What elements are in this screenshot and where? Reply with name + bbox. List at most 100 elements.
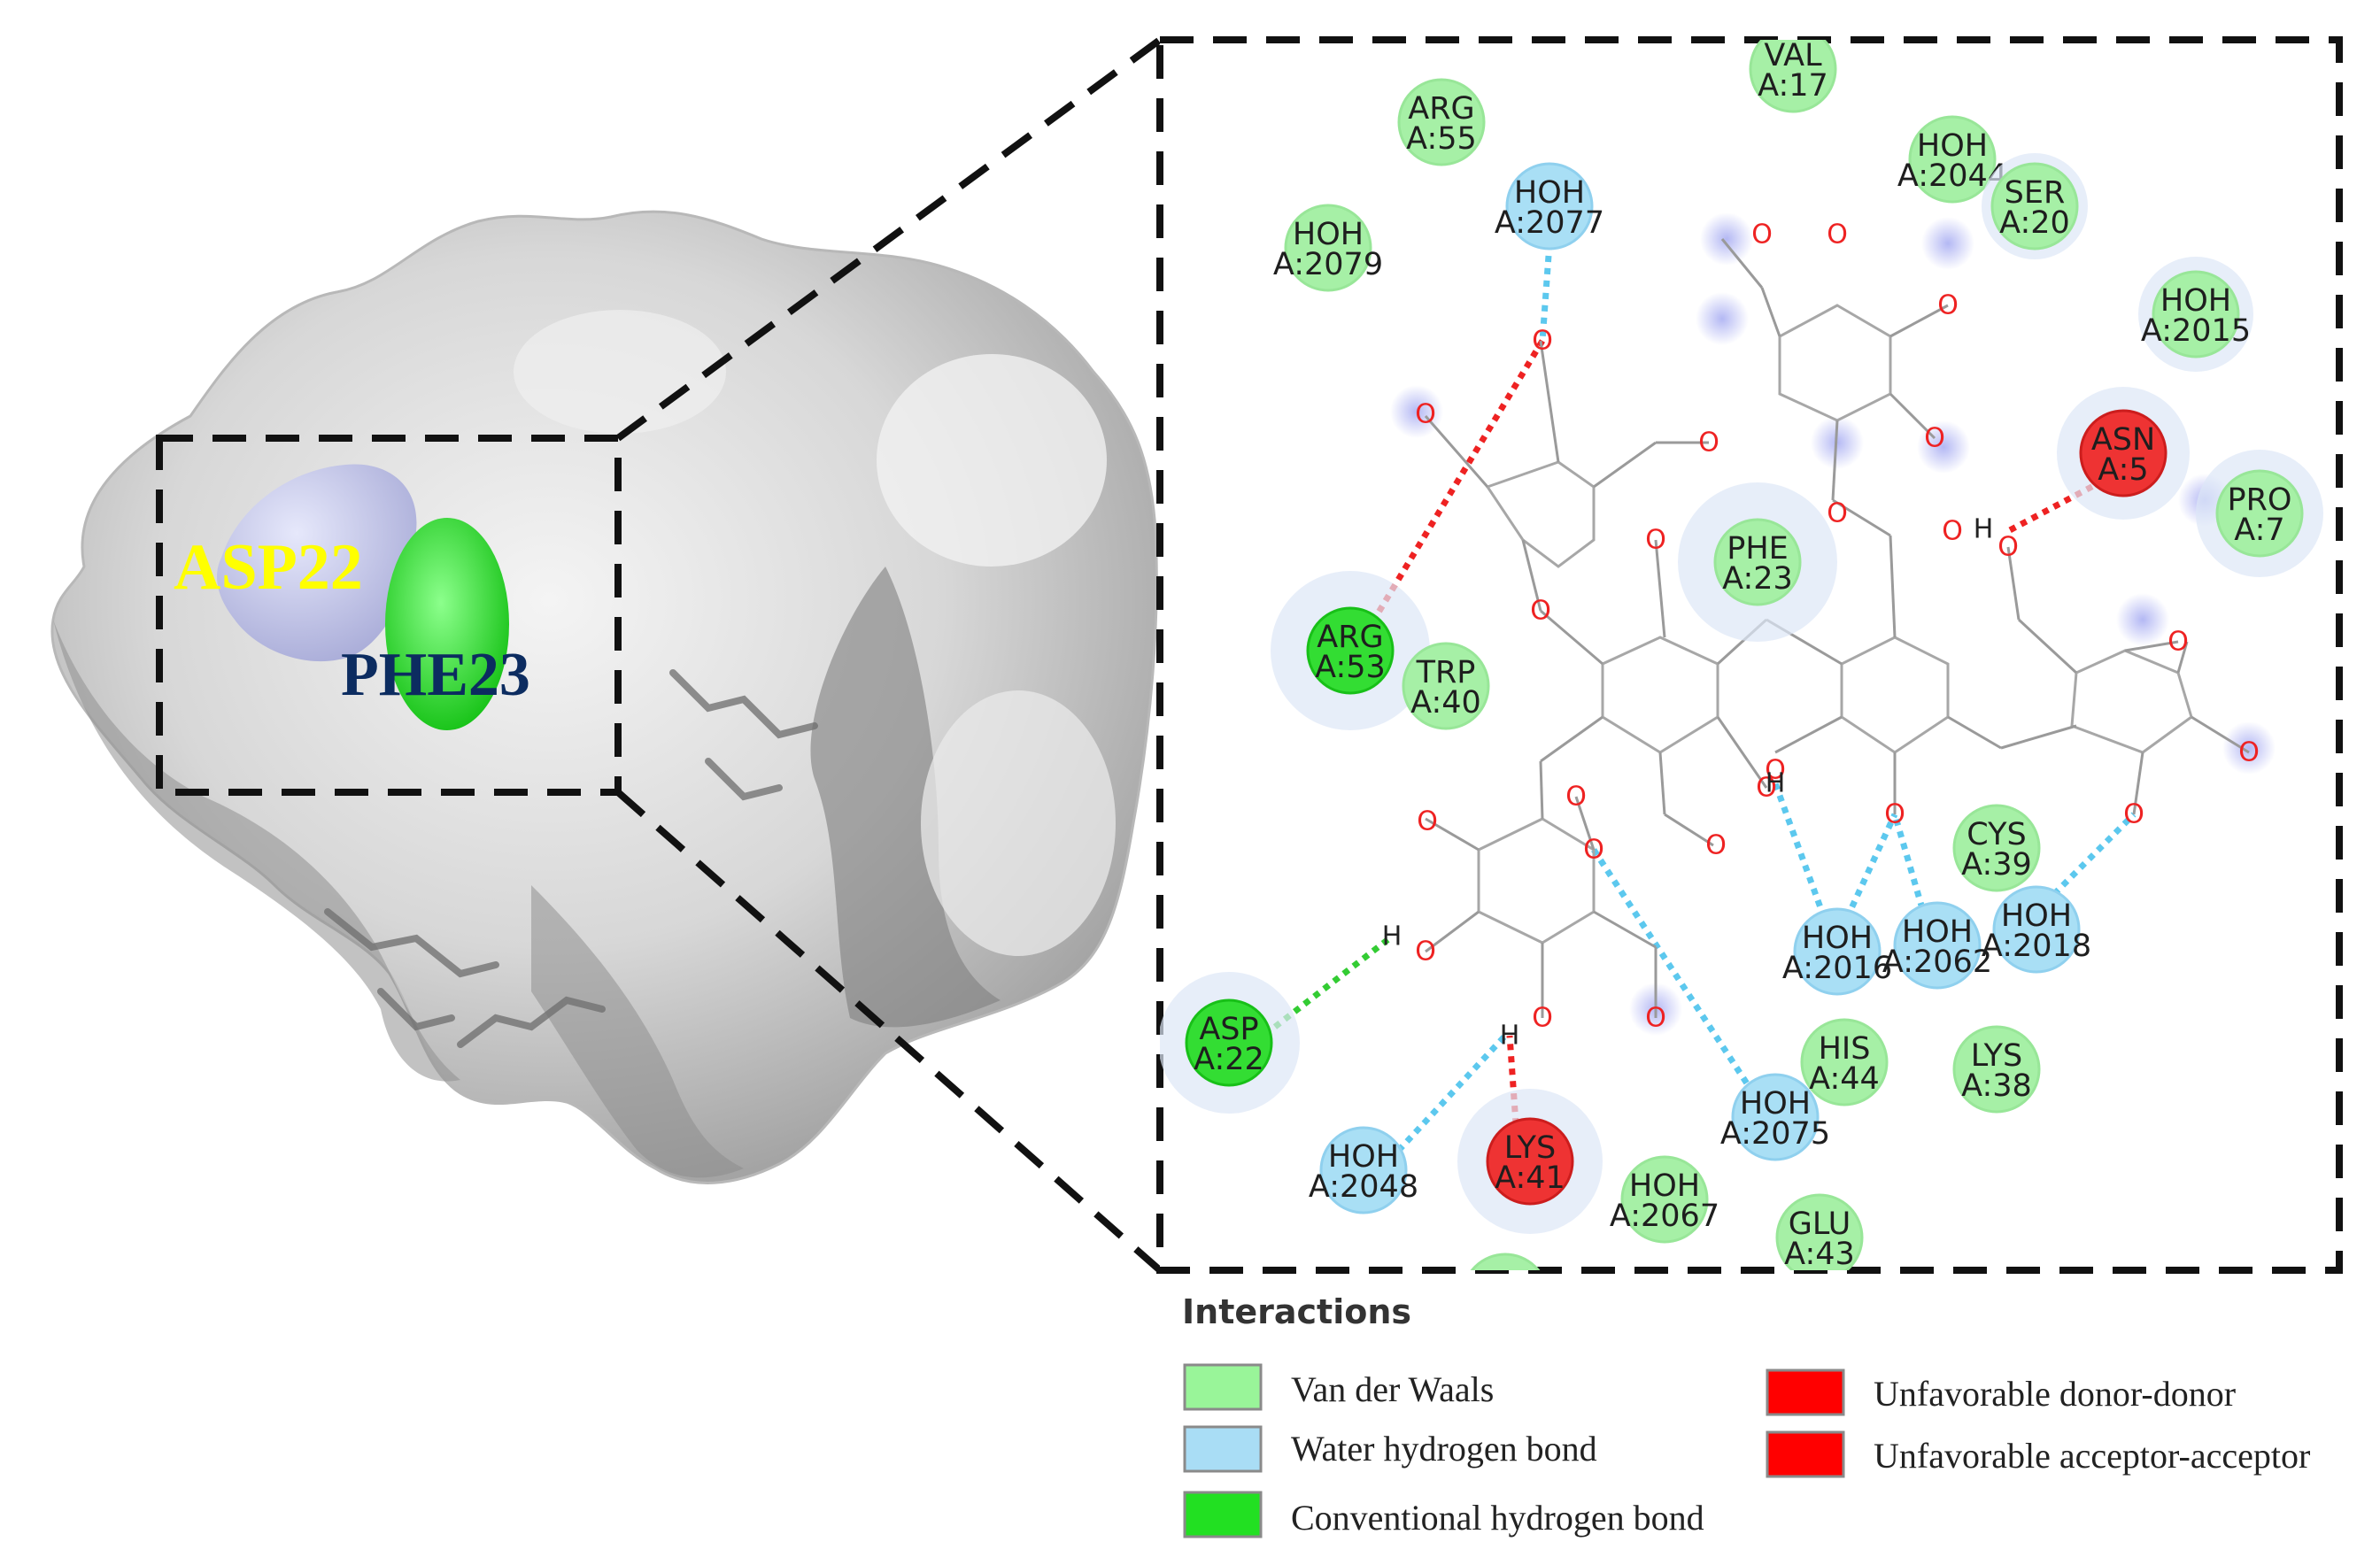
residue-chain: A:17 — [1758, 68, 1828, 104]
oxygen-atom-label: O — [2168, 627, 2189, 658]
oxygen-atom-label: O — [1415, 399, 1436, 430]
residue-chain: A:23 — [1722, 561, 1793, 597]
ligand-bond — [1539, 760, 1544, 820]
oxygen-atom-label: O — [1532, 1003, 1553, 1034]
legend-swatch-conv — [1183, 1491, 1263, 1538]
residue-chain: A:2077 — [1495, 205, 1604, 241]
asp22-surface-patch — [217, 464, 417, 662]
solvent-halo — [1921, 217, 1974, 270]
zoom-connector-bottom — [615, 790, 1163, 1273]
oxygen-atom-label: O — [1998, 532, 2019, 563]
protein-surface-view: ASP22 PHE23 — [50, 210, 1158, 1184]
ligand-bond — [1593, 910, 1657, 949]
residue-disc — [1505, 162, 1594, 251]
hydrogen-atom-label: H — [1382, 921, 1402, 952]
residue-disc — [1992, 885, 2081, 974]
ligand-bond — [1540, 609, 1603, 666]
surface-highlight — [514, 310, 726, 434]
oxygen-atom-label: O — [1530, 596, 1551, 627]
residue-chain: A:2018 — [1982, 929, 2091, 964]
residue-name: HOH — [1740, 1086, 1811, 1122]
oxygen-atom-label: O — [1827, 220, 1848, 251]
residue-disc — [1306, 606, 1395, 695]
oxygen-atom-label: O — [1884, 799, 1905, 830]
legend-swatch-acceptor — [1766, 1430, 1845, 1478]
residue-name: HOH — [1917, 128, 1988, 164]
residue-name: SER — [2005, 175, 2066, 211]
ligand-bond — [1540, 715, 1603, 763]
oxygen-atom-label: O — [1924, 423, 1945, 454]
solvent-halo — [1390, 385, 1443, 438]
phe23-surface-patch — [385, 518, 509, 730]
residue-name: ARG — [1317, 620, 1383, 655]
residue-disc — [1486, 1117, 1574, 1206]
residue-name: HOH — [2001, 898, 2072, 934]
residue-name: HOH — [1629, 1168, 1700, 1204]
ligand-bond — [1654, 539, 1666, 638]
residue-disc — [1713, 518, 1802, 606]
residue-disc — [1775, 1193, 1864, 1270]
buried-ligand-sticks — [324, 669, 818, 1048]
oxygen-atom-label: O — [1417, 806, 1438, 837]
oxygen-atom-label: O — [1765, 755, 1786, 786]
residue-chain: A:39 — [1961, 847, 2032, 883]
legend-swatch-donor — [1766, 1368, 1845, 1416]
interaction-line — [1374, 339, 1545, 617]
ligand-bond — [1889, 392, 1936, 440]
residue-disc — [1284, 204, 1372, 292]
solvent-halo — [1700, 212, 1753, 266]
residue-disc — [1952, 1025, 2041, 1114]
residue-name: GLU — [1789, 1207, 1851, 1242]
residue-name: HOH — [1293, 217, 1364, 252]
residue-chain: A:2015 — [2141, 313, 2251, 349]
residue-name: HOH — [1328, 1139, 1399, 1175]
residue-name: ASN — [2091, 422, 2155, 458]
residue-chain: A:2016 — [1782, 951, 1892, 986]
interaction-line — [2043, 812, 2137, 906]
residue-name: TRP — [1416, 655, 1476, 690]
residue-name: PRO — [2228, 482, 2292, 518]
ligand-bond — [2000, 724, 2077, 750]
residue-chain: A:55 — [1406, 121, 1477, 157]
ligand-bond — [1425, 910, 1480, 953]
oxygen-atom-label: O — [1756, 773, 1777, 804]
ligand-bond — [1889, 304, 1949, 338]
oxygen-atom-label: O — [1565, 782, 1587, 813]
residue-disc — [1749, 40, 1837, 113]
oxygen-atom-label: O — [1937, 290, 1959, 321]
residue-disc — [2079, 409, 2168, 497]
residue-chain: A:40 — [1410, 685, 1481, 721]
residue-name: HOH — [1802, 921, 1873, 956]
ligand-bond — [1424, 415, 1489, 488]
callout-asp22: ASP22 — [174, 531, 363, 604]
residue-disc — [1319, 1126, 1408, 1214]
residue-chain: A:44 — [1809, 1061, 1880, 1097]
oxygen-atom-label: O — [1705, 830, 1727, 861]
oxygen-atom-label: O — [1532, 326, 1553, 357]
ligand-bond — [1832, 498, 1891, 537]
solvent-halo — [2222, 721, 2276, 775]
oxygen-atom-label: O — [1751, 220, 1773, 251]
interaction-line — [1891, 813, 1929, 921]
ligand-bond — [1831, 420, 1839, 501]
residue-name: PHE — [1727, 531, 1789, 567]
legend: Interactions Van der Waals Water hydroge… — [1182, 1292, 2310, 1538]
residue-chain: A:53 — [1315, 650, 1386, 685]
legend-label-water: Water hydrogen bond — [1291, 1429, 1597, 1469]
residue-chain: A:38 — [1961, 1068, 2032, 1104]
ligand-bond — [2006, 546, 2021, 621]
solvent-halo — [1696, 292, 1749, 345]
